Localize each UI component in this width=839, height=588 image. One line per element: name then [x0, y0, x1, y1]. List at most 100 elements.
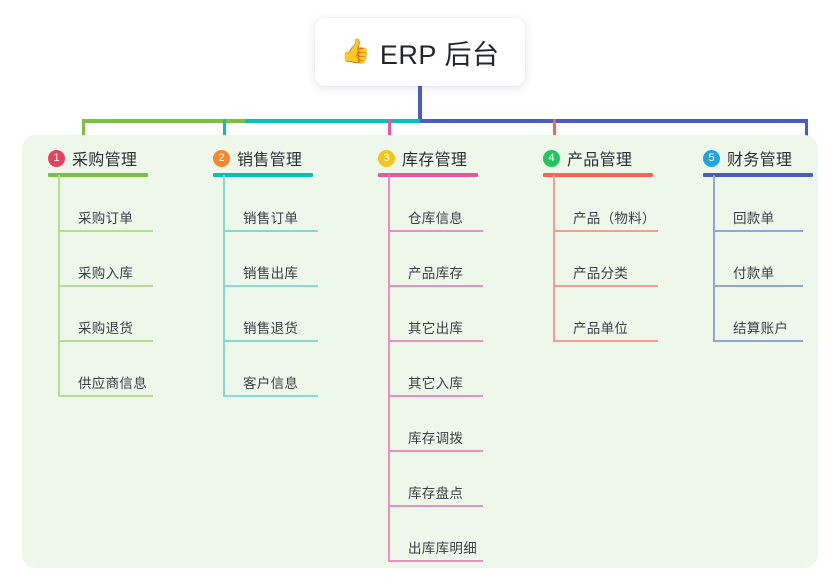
- leaf-node-underline: [388, 340, 483, 342]
- leaf-node-label: 采购退货: [78, 321, 134, 336]
- connector-drop-5: [805, 119, 808, 149]
- leaf-node-underline: [553, 230, 658, 232]
- connector-drop-4: [553, 119, 556, 149]
- leaf-node-underline: [388, 450, 483, 452]
- root-stem: [418, 86, 422, 123]
- leaf-node[interactable]: 付款单: [713, 251, 803, 287]
- leaf-node[interactable]: 产品库存: [388, 251, 483, 287]
- leaf-node-underline: [223, 340, 318, 342]
- leaf-node-underline: [553, 285, 658, 287]
- leaf-node-label: 产品单位: [573, 321, 629, 336]
- branches-panel: [22, 135, 818, 568]
- leaf-node-label: 库存盘点: [408, 486, 464, 501]
- leaf-node[interactable]: 其它入库: [388, 361, 483, 397]
- leaf-node[interactable]: 采购退货: [58, 306, 153, 342]
- branch-header-库存管理[interactable]: 3 库存管理: [378, 146, 467, 170]
- leaf-node-label: 产品（物料）: [573, 211, 656, 226]
- leaf-node-label: 采购入库: [78, 266, 134, 281]
- leaf-node-label: 其它入库: [408, 376, 464, 391]
- leaf-node[interactable]: 产品单位: [553, 306, 658, 342]
- branch-header-underline: [378, 173, 478, 177]
- leaf-node[interactable]: 仓库信息: [388, 196, 483, 232]
- branch-title: 销售管理: [237, 152, 303, 169]
- branch-header-产品管理[interactable]: 4 产品管理: [543, 146, 632, 170]
- root-title-text: ERP 后台: [379, 39, 500, 70]
- branch-number-badge: 2: [213, 149, 230, 167]
- leaf-node-label: 结算账户: [733, 321, 789, 336]
- connector-bar-middle: [245, 119, 420, 123]
- branch-header-underline: [543, 173, 653, 177]
- leaf-node[interactable]: 采购入库: [58, 251, 153, 287]
- leaf-node[interactable]: 库存调拨: [388, 416, 483, 452]
- connector-bar-left: [82, 119, 245, 123]
- leaf-node-label: 客户信息: [243, 376, 299, 391]
- branch-number-badge: 3: [378, 149, 395, 167]
- leaf-node[interactable]: 产品（物料）: [553, 196, 658, 232]
- leaf-node-underline: [58, 340, 153, 342]
- leaf-node-underline: [223, 395, 318, 397]
- leaf-node[interactable]: 客户信息: [223, 361, 318, 397]
- branch-spine: [553, 175, 555, 342]
- leaf-node-underline: [713, 340, 803, 342]
- leaf-node-underline: [388, 285, 483, 287]
- thumbs-up-icon: 👍: [340, 38, 371, 65]
- leaf-node-underline: [388, 395, 483, 397]
- branch-header-underline: [48, 173, 148, 177]
- leaf-node-underline: [388, 560, 483, 562]
- leaf-node[interactable]: 供应商信息: [58, 361, 153, 397]
- branch-header-underline: [213, 173, 313, 177]
- branch-title: 采购管理: [72, 152, 138, 169]
- leaf-node[interactable]: 结算账户: [713, 306, 803, 342]
- branch-title: 产品管理: [567, 152, 633, 169]
- root-node[interactable]: 👍 ERP 后台: [315, 18, 525, 86]
- leaf-node[interactable]: 回款单: [713, 196, 803, 232]
- branch-number-badge: 5: [703, 149, 720, 167]
- branch-header-采购管理[interactable]: 1 采购管理: [48, 146, 137, 170]
- leaf-node-label: 产品库存: [408, 266, 464, 281]
- leaf-node-label: 销售订单: [243, 211, 299, 226]
- leaf-node-underline: [713, 285, 803, 287]
- connector-drop-1: [82, 119, 85, 149]
- connector-drop-3: [388, 119, 391, 149]
- leaf-node-label: 付款单: [733, 266, 775, 281]
- connector-drop-2: [223, 119, 226, 149]
- leaf-node-underline: [58, 285, 153, 287]
- branch-number-badge: 1: [48, 149, 65, 167]
- leaf-node-label: 产品分类: [573, 266, 629, 281]
- leaf-node-underline: [388, 230, 483, 232]
- leaf-node[interactable]: 产品分类: [553, 251, 658, 287]
- leaf-node-underline: [223, 285, 318, 287]
- leaf-node[interactable]: 其它出库: [388, 306, 483, 342]
- leaf-node-underline: [58, 230, 153, 232]
- branch-spine: [713, 175, 715, 342]
- leaf-node-label: 其它出库: [408, 321, 464, 336]
- leaf-node-underline: [223, 230, 318, 232]
- leaf-node-label: 销售出库: [243, 266, 299, 281]
- leaf-node-label: 出库库明细: [408, 541, 477, 556]
- leaf-node-underline: [58, 395, 153, 397]
- leaf-node[interactable]: 销售出库: [223, 251, 318, 287]
- leaf-node[interactable]: 库存盘点: [388, 471, 483, 507]
- leaf-node-label: 库存调拨: [408, 431, 464, 446]
- leaf-node[interactable]: 出库库明细: [388, 526, 483, 562]
- leaf-node-label: 供应商信息: [78, 376, 147, 391]
- leaf-node-label: 仓库信息: [408, 211, 464, 226]
- leaf-node-label: 销售退货: [243, 321, 299, 336]
- connector-bar-right: [420, 119, 808, 123]
- leaf-node-underline: [553, 340, 658, 342]
- leaf-node-label: 采购订单: [78, 211, 134, 226]
- leaf-node[interactable]: 采购订单: [58, 196, 153, 232]
- leaf-node[interactable]: 销售订单: [223, 196, 318, 232]
- branch-header-销售管理[interactable]: 2 销售管理: [213, 146, 302, 170]
- branch-spine: [388, 175, 390, 562]
- branch-header-财务管理[interactable]: 5 财务管理: [703, 146, 792, 170]
- leaf-node-underline: [388, 505, 483, 507]
- leaf-node-label: 回款单: [733, 211, 775, 226]
- leaf-node-underline: [713, 230, 803, 232]
- branch-title: 库存管理: [402, 152, 468, 169]
- branch-title: 财务管理: [727, 152, 793, 169]
- branch-number-badge: 4: [543, 149, 560, 167]
- root-node-label: 👍 ERP 后台: [341, 33, 500, 72]
- leaf-node[interactable]: 销售退货: [223, 306, 318, 342]
